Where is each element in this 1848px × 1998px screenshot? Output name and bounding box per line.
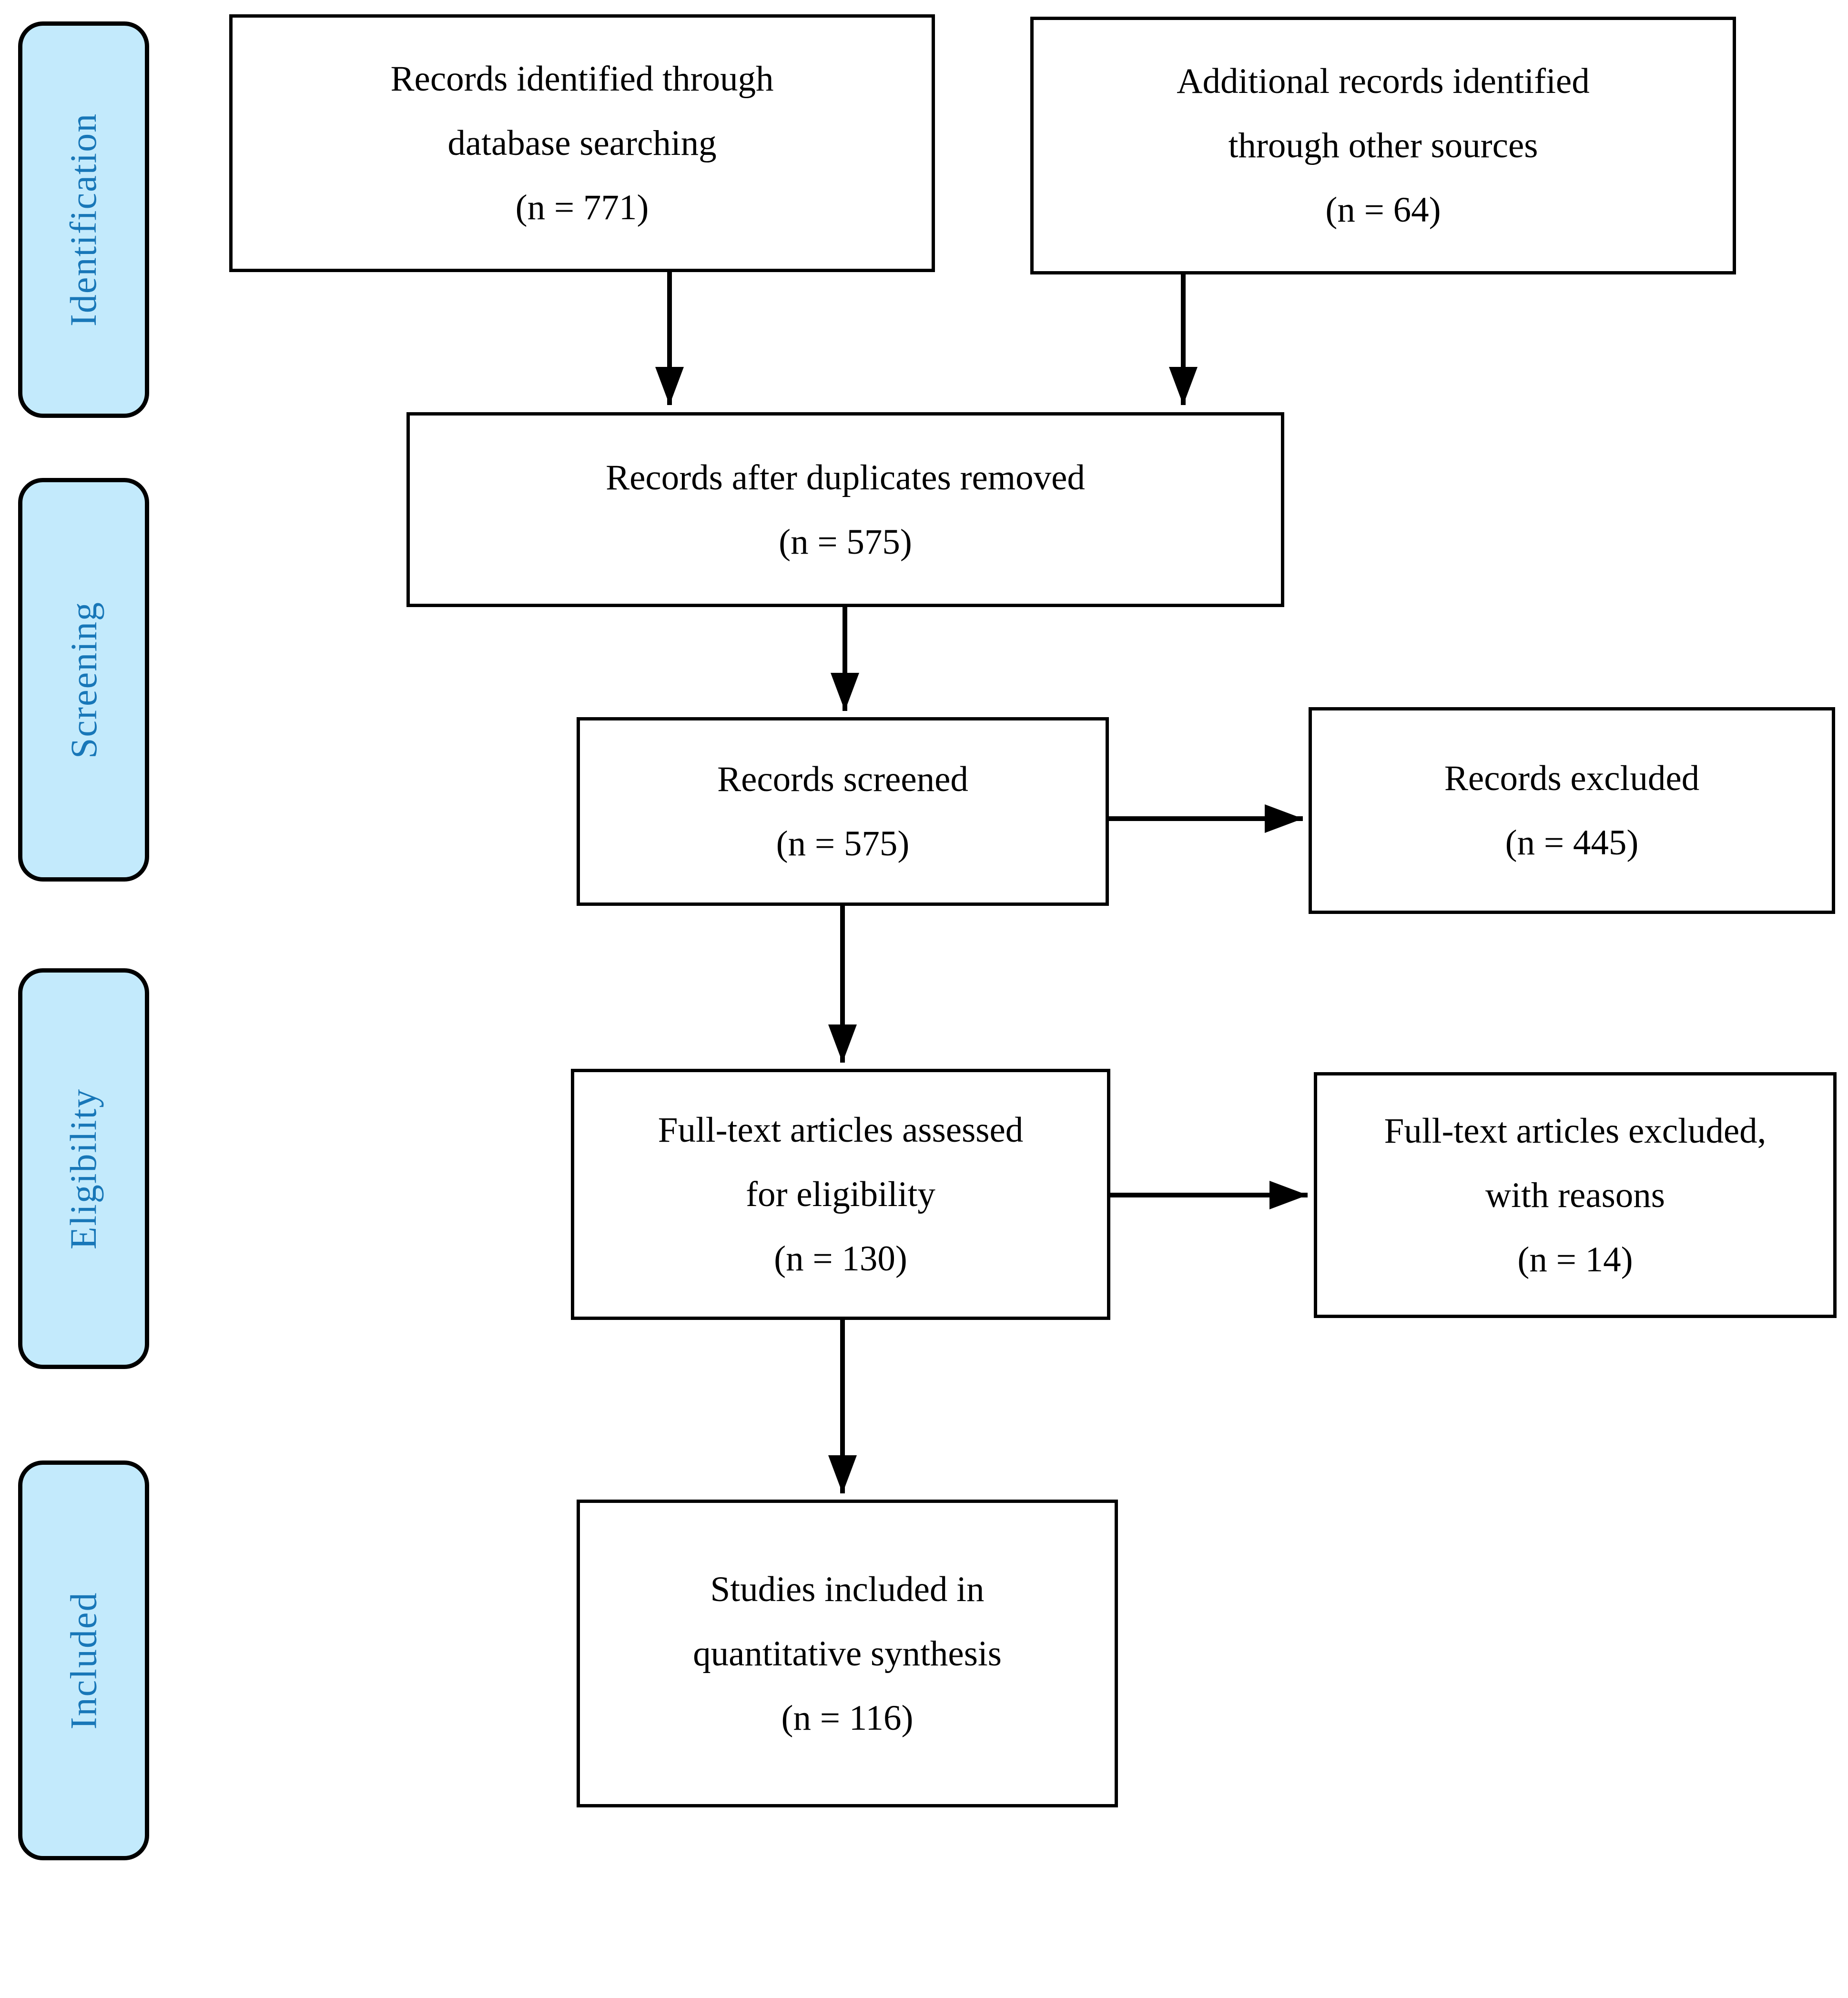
box-fulltext-articles-assessed: Full-text articles assessed for eligibil… <box>571 1069 1110 1320</box>
box-text-line: Full-text articles excluded, <box>1384 1111 1767 1151</box>
box-text-line: for eligibility <box>746 1175 935 1214</box>
stage-identification: Identification <box>18 21 149 418</box>
box-text-line: Additional records identified <box>1177 61 1590 101</box>
stage-label-included: Included <box>62 1592 104 1729</box>
box-records-after-duplicates-removed: Records after duplicates removed (n = 57… <box>406 412 1284 607</box>
box-text-line: Records excluded <box>1444 759 1700 798</box>
stage-included: Included <box>18 1460 149 1860</box>
box-text-line: Records screened <box>717 760 968 799</box>
stage-label-eligibility: Eligibility <box>62 1088 104 1249</box>
box-fulltext-articles-excluded: Full-text articles excluded, with reason… <box>1314 1072 1837 1318</box>
box-text-line: (n = 575) <box>776 824 910 863</box>
box-text-line: with reasons <box>1485 1175 1665 1215</box>
box-studies-included-quantitative-synthesis: Studies included in quantitative synthes… <box>577 1500 1118 1807</box>
box-text-line: Full-text articles assessed <box>658 1110 1024 1150</box>
box-records-screened: Records screened (n = 575) <box>577 717 1109 906</box>
box-text-line: (n = 64) <box>1325 190 1441 230</box>
box-records-identified-database: Records identified through database sear… <box>229 14 935 272</box>
box-text-line: (n = 116) <box>781 1698 914 1738</box>
box-text-line: (n = 445) <box>1505 823 1639 862</box>
box-text-line: (n = 14) <box>1517 1239 1633 1279</box>
box-text-line: Records after duplicates removed <box>606 457 1085 497</box>
box-records-excluded: Records excluded (n = 445) <box>1309 707 1835 914</box>
box-text-line: database searching <box>447 123 717 163</box>
box-additional-records-other-sources: Additional records identified through ot… <box>1030 17 1736 274</box>
box-text-line: (n = 575) <box>779 522 912 562</box>
box-text-line: through other sources <box>1228 126 1538 165</box>
stage-eligibility: Eligibility <box>18 968 149 1369</box>
box-text-line: Studies included in <box>710 1569 985 1609</box>
stage-label-identification: Identification <box>62 112 104 327</box>
box-text-line: Records identified through <box>390 59 774 99</box>
box-text-line: (n = 771) <box>515 188 649 227</box>
stage-screening: Screening <box>18 478 149 882</box>
stage-label-screening: Screening <box>62 601 104 759</box>
box-text-line: (n = 130) <box>774 1239 907 1278</box>
box-text-line: quantitative synthesis <box>693 1633 1002 1673</box>
